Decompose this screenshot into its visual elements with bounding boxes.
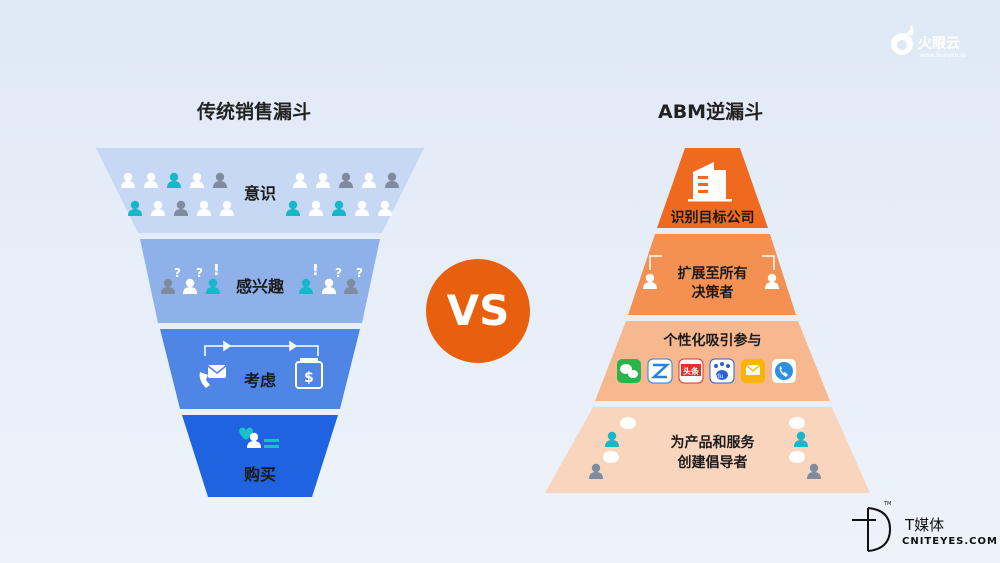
svg-text:!: ! bbox=[312, 261, 319, 279]
tmedia-logo-icon bbox=[852, 507, 892, 552]
pyramid-label-identify: 识别目标公司 bbox=[670, 210, 755, 226]
price-tag-icon: $ bbox=[295, 358, 323, 389]
svg-text:$: $ bbox=[304, 370, 314, 386]
building-icon bbox=[688, 162, 732, 202]
app-icon-mail bbox=[741, 359, 765, 383]
purchase-person-icon bbox=[239, 427, 279, 448]
decision-maker-connector bbox=[649, 255, 775, 270]
vs-label: VS bbox=[446, 286, 510, 335]
brand-bottom-tm: TM bbox=[884, 501, 892, 507]
pyramid-label-expand-line2: 决策者 bbox=[691, 285, 734, 301]
funnel-level-purchase bbox=[182, 415, 338, 497]
app-icon-toutiao: 头条 bbox=[678, 358, 704, 384]
app-icon-baidu: du bbox=[709, 358, 735, 384]
svg-text:?: ? bbox=[174, 266, 181, 280]
pyramid-label-expand-line1: 扩展至所有 bbox=[677, 266, 748, 282]
funnel-label-purchase: 购买 bbox=[243, 465, 276, 484]
app-icon-baidu-label: du bbox=[716, 373, 724, 380]
right-title: ABM逆漏斗 bbox=[658, 101, 764, 123]
people-icons-interest-right: ! ? ? bbox=[299, 261, 363, 294]
brand-top-name: 火眼云 bbox=[918, 36, 960, 52]
advocate-icons-right bbox=[789, 417, 821, 479]
funnel-level-interest bbox=[140, 239, 380, 323]
svg-text:!: ! bbox=[213, 261, 220, 279]
consideration-arrow-track bbox=[204, 340, 319, 356]
advocate-icons-left bbox=[589, 417, 636, 479]
brand-top-sub: www.huoyan.io bbox=[920, 52, 966, 59]
svg-text:?: ? bbox=[196, 266, 203, 280]
people-icons-interest-left: ? ? ! bbox=[161, 261, 220, 294]
left-title: 传统销售漏斗 bbox=[197, 101, 312, 123]
brand-bottom-sub: CNITEYES.COM bbox=[902, 536, 998, 547]
pyramid-label-advocate-line1: 为产品和服务 bbox=[670, 435, 755, 451]
flame-logo-icon bbox=[891, 24, 914, 55]
funnel-label-consideration: 考虑 bbox=[243, 371, 276, 390]
pyramid-label-advocate-line2: 创建倡导者 bbox=[677, 455, 748, 471]
funnel-label-interest: 感兴趣 bbox=[235, 277, 284, 296]
svg-text:?: ? bbox=[356, 266, 363, 280]
app-icon-phone bbox=[772, 359, 796, 383]
pyramid-label-engage: 个性化吸引参与 bbox=[663, 333, 762, 349]
funnel-label-awareness: 意识 bbox=[243, 184, 276, 203]
brand-bottom-name: T媒体 bbox=[905, 516, 945, 534]
phone-mail-icon bbox=[199, 365, 227, 388]
app-icon-toutiao-label: 头条 bbox=[683, 366, 700, 376]
svg-text:?: ? bbox=[335, 266, 342, 280]
app-icon-wechat bbox=[617, 359, 641, 383]
app-icon-z bbox=[647, 358, 673, 384]
vs-badge bbox=[426, 259, 530, 363]
pyramid-level-expand bbox=[628, 234, 796, 315]
